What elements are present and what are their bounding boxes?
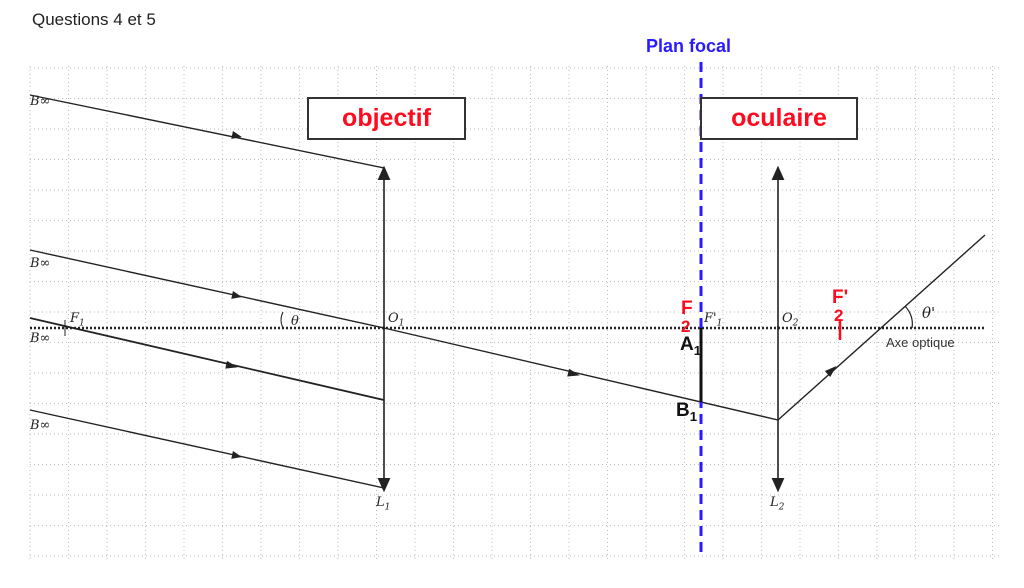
theta-prime-arc (904, 305, 913, 329)
label-theta-prime: θ' (922, 304, 936, 322)
label-b-inf-1: B∞ (30, 94, 51, 109)
label-o1: O1 (388, 311, 404, 329)
label-b-inf-2: B∞ (30, 256, 51, 271)
label-b-inf-3: B∞ (30, 331, 51, 346)
a1-text: A (680, 334, 694, 355)
label-b1: B1 (676, 400, 697, 424)
theta-arc (280, 311, 284, 329)
label-theta: θ (291, 314, 299, 329)
label-l2: L2 (770, 495, 784, 513)
label-o2: O2 (782, 311, 798, 329)
f1-text: F (70, 311, 80, 326)
objectif-box: objectif (307, 97, 466, 140)
label-l1: L1 (376, 495, 390, 513)
b1-text: B (676, 400, 690, 421)
f2-prime-sub: 2 (834, 306, 844, 325)
l2-text: L (770, 495, 779, 510)
a1-sub: 1 (693, 342, 702, 358)
label-f1: F1 (70, 311, 85, 329)
f1-sub: 1 (79, 318, 85, 329)
ray-arrows (225, 131, 837, 459)
f2-prime-text: F' (832, 287, 849, 308)
label-f1-prime: F'1 (704, 311, 722, 329)
f2-text: F (681, 298, 693, 319)
oculaire-box: oculaire (700, 97, 858, 140)
l2-sub: 2 (778, 502, 785, 513)
o2-sub: 2 (792, 318, 799, 329)
l1-text: L (376, 495, 385, 510)
label-a1: A1 (680, 334, 701, 358)
o1-sub: 1 (398, 318, 405, 329)
label-f2-prime: F'2 (832, 287, 849, 325)
grid (29, 66, 1000, 560)
light-rays (29, 94, 986, 489)
label-b-inf-4: B∞ (30, 418, 51, 433)
o2-text: O (782, 311, 793, 326)
page-title: Questions 4 et 5 (32, 10, 156, 29)
plan-focal-label: Plan focal (646, 36, 732, 56)
label-axe-optique: Axe optique (886, 335, 955, 350)
l1-sub: 1 (384, 502, 391, 513)
o1-text: O (388, 311, 399, 326)
f1-prime-sub: 1 (716, 318, 723, 329)
f2-sub: 2 (681, 317, 691, 336)
f1-prime-text: F' (704, 311, 717, 326)
b1-sub: 1 (689, 408, 698, 424)
